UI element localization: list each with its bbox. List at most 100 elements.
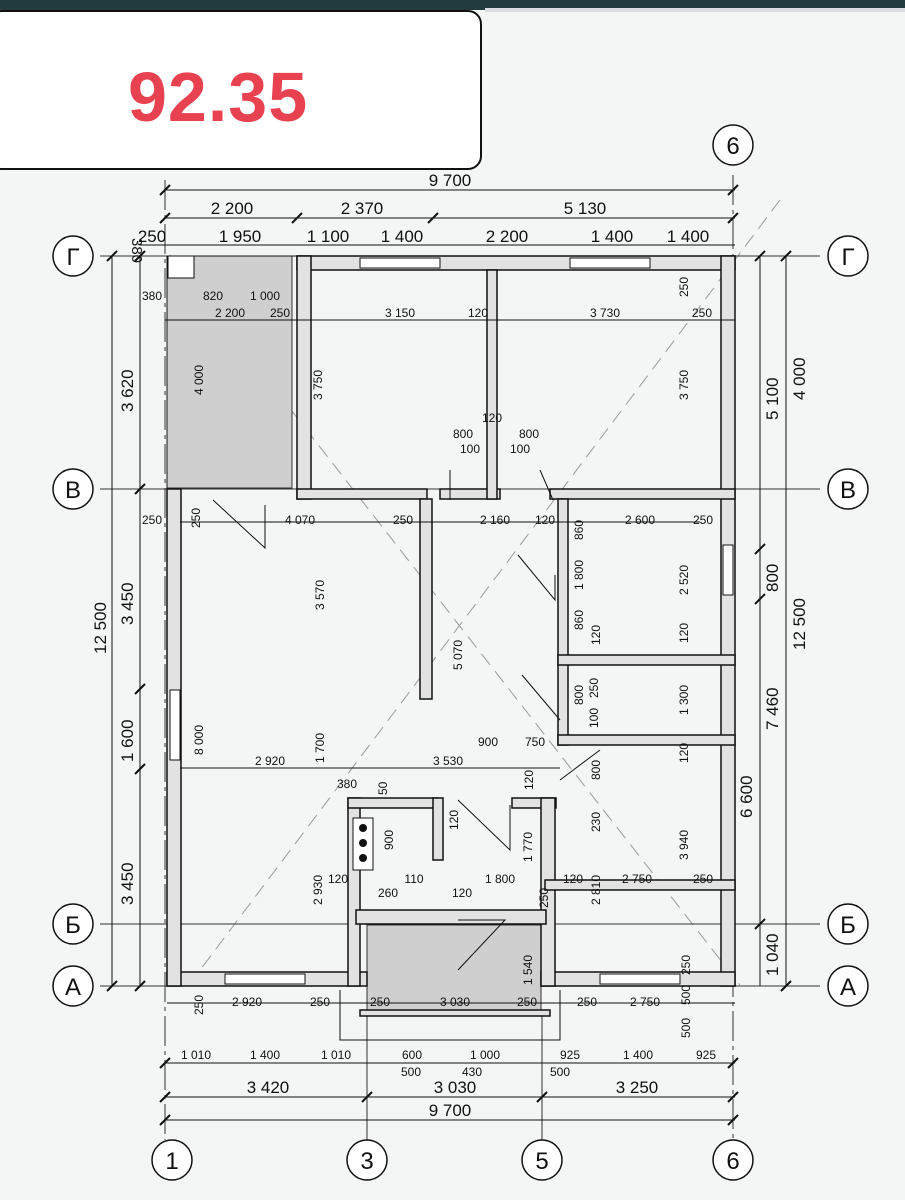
dim-center-8000: 8 000 (192, 725, 206, 755)
dim-liv-250c: 250 (393, 513, 413, 527)
dim-l-120c: 120 (563, 872, 583, 886)
dim-l-110: 110 (404, 872, 423, 886)
dim-k-2930: 2 930 (311, 875, 325, 905)
windows (169, 257, 734, 985)
dim-liv-250b: 250 (189, 508, 203, 528)
axis-bubble-a-right (827, 965, 869, 1007)
dim-mid-750: 750 (525, 735, 545, 749)
dim-l-2750: 2 750 (622, 872, 652, 886)
dim-b1-2750: 2 750 (630, 995, 660, 1009)
axis-bubble-6-top (712, 124, 754, 166)
dim-top-corner: 380 (128, 238, 145, 263)
dim-top-2200b: 2 200 (486, 227, 529, 246)
dim-top-1400c: 1 400 (667, 227, 710, 246)
stove-icon (352, 817, 374, 871)
dim-door-120: 120 (482, 411, 502, 425)
axis-bubble-v-right (827, 468, 869, 510)
dim-porch-h: 4 000 (192, 365, 206, 395)
dim-center-5070: 5 070 (451, 640, 465, 670)
door-swings (166, 255, 601, 1041)
dim-b1-500a: 500 (679, 985, 693, 1005)
axis-label-b-right: Б (840, 912, 856, 939)
dim-l-120a: 120 (328, 872, 348, 886)
dim-b1-3030: 3 030 (440, 995, 470, 1009)
dim-b2s-500b: 500 (550, 1065, 570, 1079)
dim-r-1800a: 1 800 (572, 560, 586, 590)
dim-bottom-total: 9 700 (429, 1101, 472, 1120)
axis-label-3: 3 (360, 1148, 373, 1175)
dim-r-860b: 860 (572, 610, 586, 630)
dim-left-1600: 1 600 (118, 719, 137, 762)
dim-b2-1000: 1 000 (470, 1048, 500, 1062)
dim-b3-3030: 3 030 (434, 1078, 477, 1097)
dim-b1-250c: 250 (370, 995, 390, 1009)
dim-liv-250d: 250 (693, 513, 713, 527)
dim-left-12500: 12 500 (91, 602, 110, 654)
dim-center-3570: 3 570 (313, 580, 327, 610)
dim-door-100a: 100 (460, 442, 480, 456)
dim-liv-2600: 2 600 (625, 513, 655, 527)
dim-b2-1010a: 1 010 (181, 1048, 211, 1062)
dim-b2-925a: 925 (560, 1048, 580, 1062)
dim-r-120b: 120 (677, 623, 691, 643)
dim-r-2520: 2 520 (677, 565, 691, 595)
dim-bed-h1: 3 750 (311, 370, 325, 400)
top-bar-gap (485, 8, 905, 12)
axis-bubble-3 (346, 1139, 388, 1181)
dim-porch-820: 820 (203, 289, 223, 303)
dim-bed-h2: 3 750 (677, 370, 691, 400)
dim-bed-3730: 3 730 (590, 306, 620, 320)
dim-bed-3150: 3 150 (385, 306, 415, 320)
dim-liv-250a: 250 (142, 513, 162, 527)
dim-b1-250e: 250 (577, 995, 597, 1009)
dim-l-250b: 250 (537, 888, 551, 908)
axis-bubble-6 (712, 1139, 754, 1181)
axis-label-g-left: Г (67, 244, 80, 271)
area-badge: 92.35 (0, 10, 482, 170)
axis-label-1: 1 (165, 1148, 178, 1175)
dim-door-100b: 100 (510, 442, 530, 456)
dim-right-800: 800 (763, 564, 782, 592)
dim-r-120a: 120 (589, 625, 603, 645)
dim-k-3940: 3 940 (677, 830, 691, 860)
dim-b2s-430: 430 (462, 1065, 482, 1079)
dim-right-12500: 12 500 (790, 598, 809, 650)
dim-bsub-1540: 1 540 (521, 955, 535, 985)
dim-bsub-250a: 250 (679, 955, 693, 975)
dim-k-900: 900 (382, 830, 396, 850)
axis-label-6-top: 6 (726, 133, 739, 160)
dim-l-2810: 2 810 (589, 875, 603, 905)
dim-b1-500b: 500 (679, 1018, 693, 1038)
axis-label-a-right: А (840, 974, 856, 1001)
dim-door-800a: 800 (453, 427, 473, 441)
axis-bubble-b-right (827, 903, 869, 945)
dim-liv-4070: 4 070 (285, 513, 315, 527)
dim-porch-250: 250 (270, 306, 290, 320)
dim-left-3450b: 3 450 (118, 862, 137, 905)
dim-left-3450a: 3 450 (118, 582, 137, 625)
dim-r-1300: 1 300 (677, 685, 691, 715)
dim-r-120c: 120 (677, 743, 691, 763)
dim-b2s-500a: 500 (401, 1065, 421, 1079)
dim-k-1770: 1 770 (521, 832, 535, 862)
dim-bed-250: 250 (692, 306, 712, 320)
axis-label-5: 5 (535, 1148, 548, 1175)
axis-bubble-g-right (827, 235, 869, 277)
dim-b2-600: 600 (402, 1048, 422, 1062)
dim-top-5130: 5 130 (564, 199, 607, 218)
dim-center-1700: 1 700 (313, 733, 327, 763)
area-value: 92.35 (128, 58, 309, 136)
dim-porch-1000: 1 000 (250, 289, 280, 303)
dimension-ticks (106, 184, 792, 1126)
dim-top-1950: 1 950 (219, 227, 262, 246)
axis-bubble-g-left (52, 235, 94, 277)
dim-bed-250v: 250 (677, 277, 691, 297)
dim-right-4000: 4 000 (790, 357, 809, 400)
dim-r-100: 100 (587, 708, 601, 728)
top-bar (0, 0, 905, 10)
axis-bubble-a-left (52, 965, 94, 1007)
dim-top-2370: 2 370 (341, 199, 384, 218)
dim-r-250: 250 (587, 678, 601, 698)
dim-right-6600b: 6 600 (737, 775, 756, 818)
dim-door-800b: 800 (519, 427, 539, 441)
